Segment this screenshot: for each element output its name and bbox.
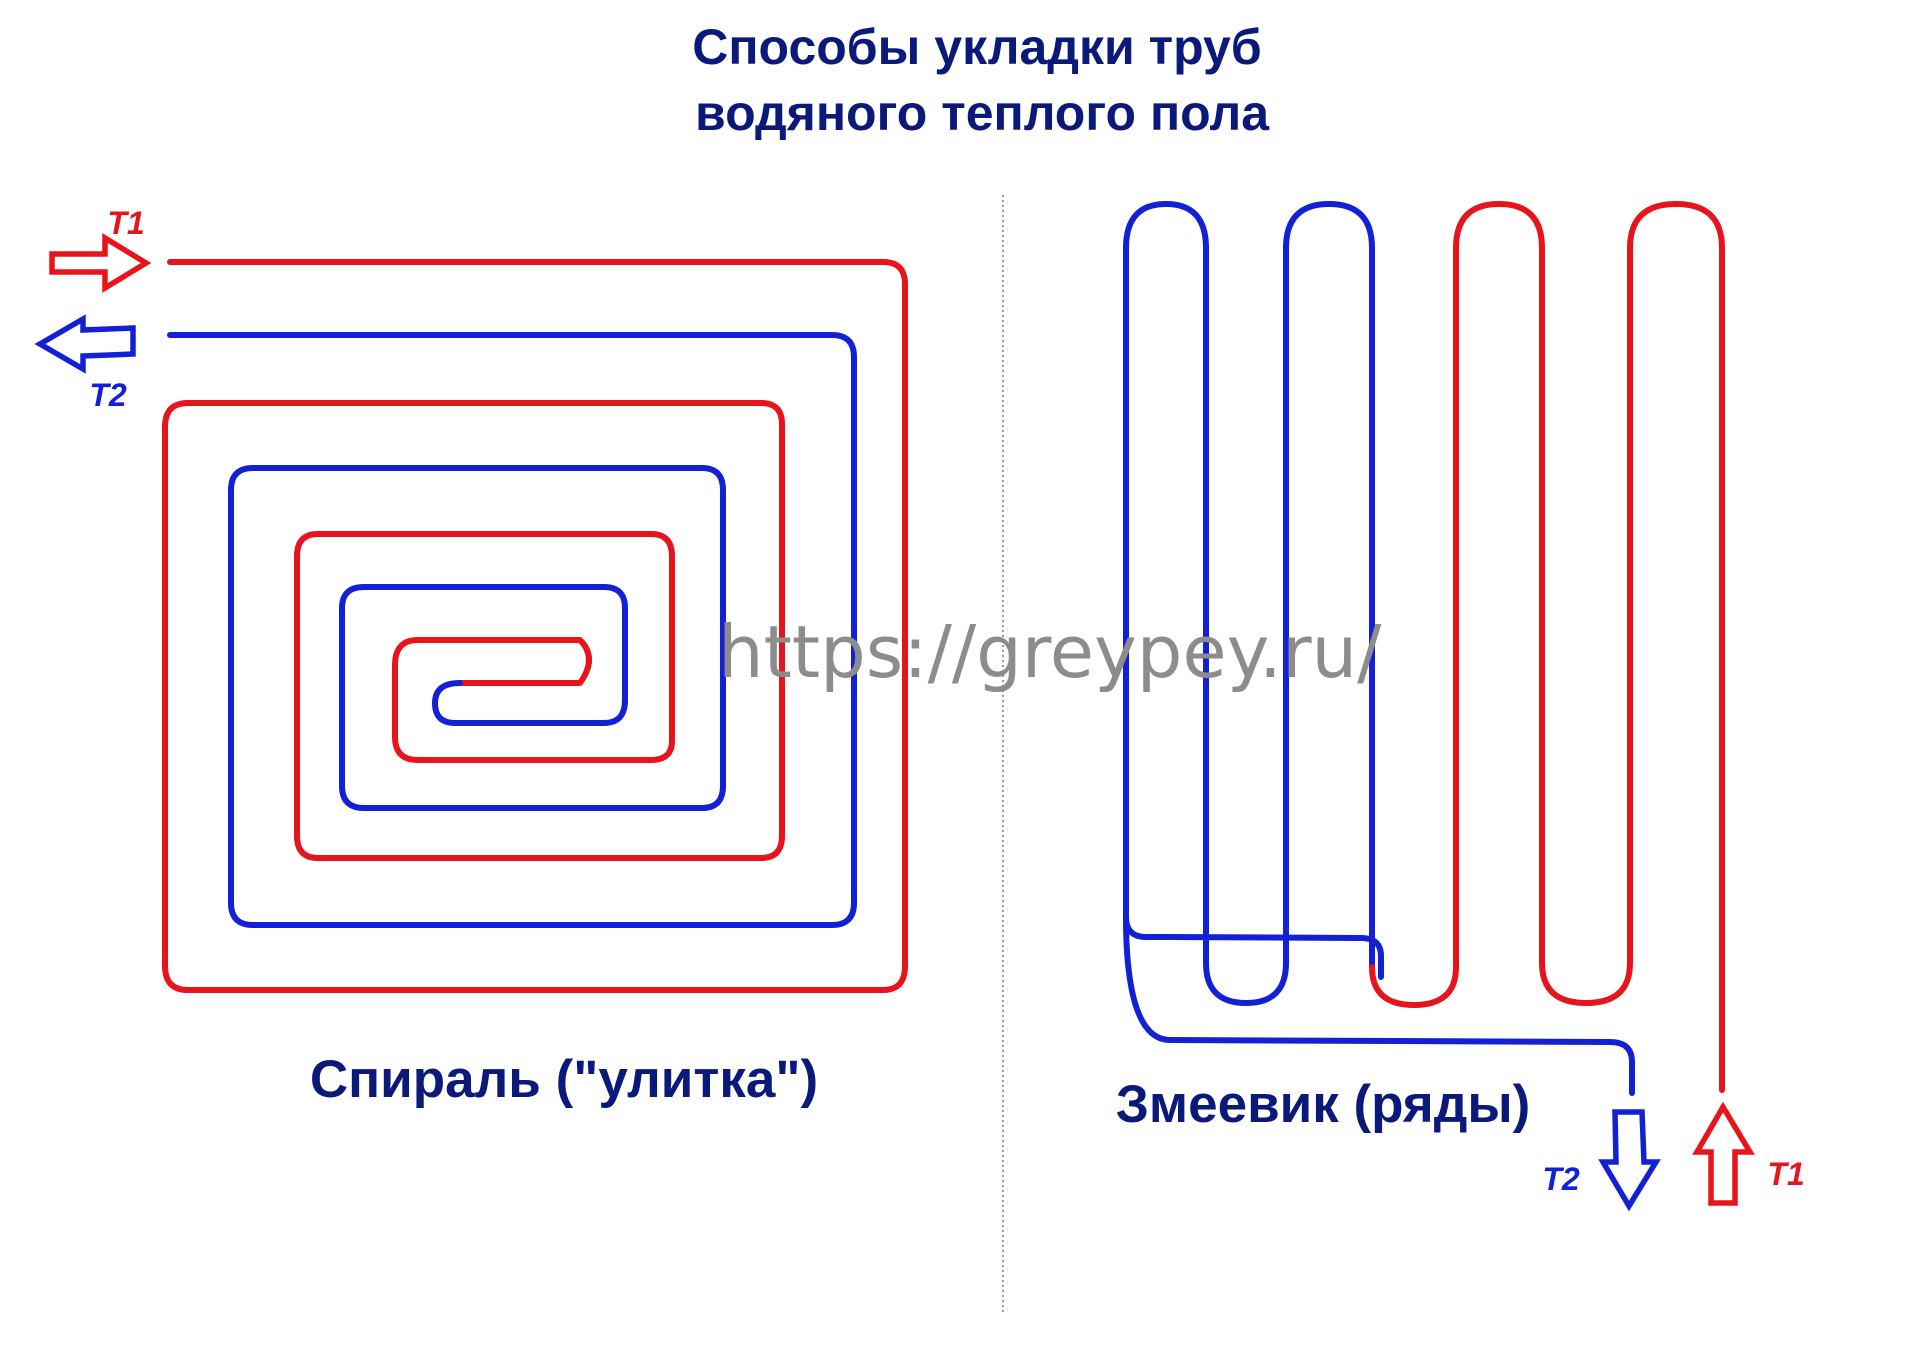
serpentine-return-arrow-icon	[1598, 1109, 1661, 1212]
serpentine-supply-arrow-icon	[1692, 1101, 1755, 1206]
spiral-supply-arrow-icon	[49, 233, 152, 293]
serpentine-return-outlet	[1123, 914, 1635, 1096]
serpentine-supply-pipe	[1369, 201, 1725, 1093]
serpentine-supply-label: Т1	[1767, 1156, 1804, 1192]
serpentine-return-pipe	[1123, 201, 1384, 1006]
spiral-return-arrow-icon	[34, 314, 136, 374]
spiral-caption: Спираль ("улитка")	[310, 1050, 818, 1109]
spiral-layout: Т1 Т2 Спираль ("улитка")	[34, 205, 908, 1109]
title-line-2: водяного теплого пола	[695, 85, 1270, 141]
title-line-1: Способы укладки труб	[692, 19, 1261, 75]
watermark-url: https://greypey.ru/	[718, 610, 1382, 694]
spiral-supply-pipe	[162, 259, 908, 993]
spiral-return-label: Т2	[89, 377, 127, 413]
spiral-return-pipe	[167, 332, 857, 928]
serpentine-caption: Змеевик (ряды)	[1116, 1075, 1531, 1134]
spiral-supply-label: Т1	[107, 205, 144, 241]
serpentine-layout: Т2 Т1 Змеевик (ряды)	[1116, 201, 1805, 1212]
serpentine-return-label: Т2	[1542, 1161, 1580, 1197]
